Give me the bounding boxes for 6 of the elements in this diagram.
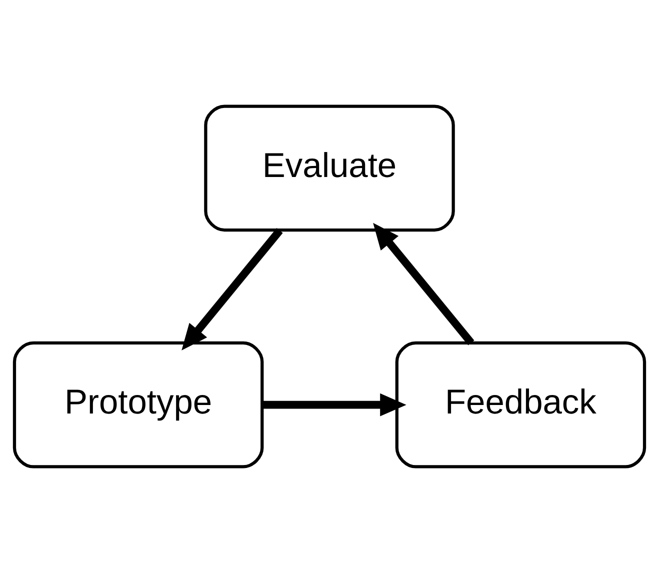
node-box: Feedback — [395, 340, 646, 468]
node-box: Prototype — [12, 340, 264, 468]
arrow — [182, 228, 283, 350]
arrow — [373, 222, 474, 345]
node-box: Evaluate — [204, 104, 455, 232]
arrow — [262, 392, 406, 416]
